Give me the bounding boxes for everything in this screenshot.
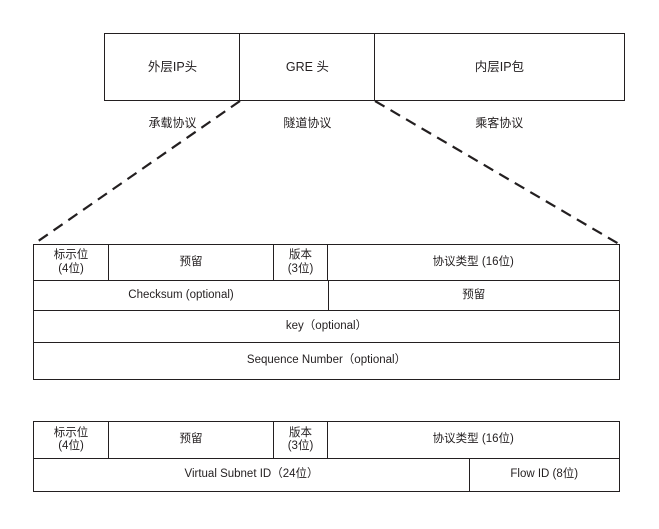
encap-box-inner-ip-packet: 内层IP包 (373, 33, 625, 101)
nvgre-field-version: 版本 (3位) (273, 421, 328, 460)
gre-field-flags-name: 标示位 (53, 249, 89, 262)
encap-box-outer-ip-header: 外层IP头 (104, 33, 241, 101)
gre-field-protocol-type: 协议类型 (16位) (326, 244, 620, 282)
nvgre-field-version-bits: (3位) (287, 440, 314, 453)
nvgre-field-virtual-subnet-id: Virtual Subnet ID（24位） (33, 458, 470, 492)
gre-field-reserved: 预留 (107, 244, 275, 282)
nvgre-field-flow-id: Flow ID (8位) (468, 458, 620, 492)
nvgre-field-protocol-type: 协议类型 (16位) (326, 421, 620, 460)
protocol-label-passenger: 乘客协议 (475, 116, 524, 130)
gre-field-sequence-number: Sequence Number（optional） (33, 342, 620, 380)
gre-field-reserved-2: 预留 (327, 280, 620, 311)
gre-field-key: key（optional） (33, 310, 620, 343)
gre-header-table: 标示位 (4位) 预留 版本 (3位) 协议类型 (16位) Checksum … (33, 244, 620, 380)
nvgre-field-flags-bits: (4位) (58, 440, 84, 453)
protocol-label-tunnel: 隧道协议 (283, 116, 332, 130)
nvgre-header-table: 标示位 (4位) 预留 版本 (3位) 协议类型 (16位) Virtual S… (33, 421, 620, 492)
gre-field-version: 版本 (3位) (273, 244, 328, 282)
gre-field-version-bits: (3位) (287, 262, 314, 275)
nvgre-field-reserved: 预留 (107, 421, 275, 460)
protocol-label-bearer: 承载协议 (148, 116, 197, 130)
encap-box-gre-header: GRE 头 (239, 33, 376, 101)
encapsulation-row: 外层IP头 GRE 头 内层IP包 (104, 33, 625, 101)
nvgre-field-flags-name: 标示位 (53, 426, 89, 439)
gre-field-checksum: Checksum (optional) (33, 280, 329, 311)
gre-field-flags: 标示位 (4位) (33, 244, 109, 282)
gre-field-version-name: 版本 (289, 249, 312, 262)
gre-field-flags-bits: (4位) (58, 262, 84, 275)
nvgre-field-version-name: 版本 (289, 426, 312, 439)
nvgre-field-flags: 标示位 (4位) (33, 421, 109, 460)
